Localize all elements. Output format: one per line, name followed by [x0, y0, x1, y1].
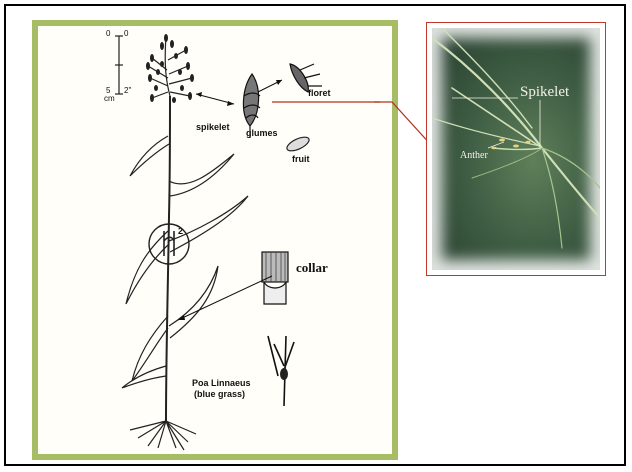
label-species: Poa Linnaeus — [192, 378, 251, 388]
label-spikelet: spikelet — [196, 122, 230, 132]
scale-top-right: 0 — [124, 29, 128, 38]
fruit-detail — [285, 134, 311, 153]
label-fruit: fruit — [292, 154, 310, 164]
scale-top-left: 0 — [106, 29, 110, 38]
label-magnify-number: 2 — [178, 226, 183, 236]
spikelet-photo: Spikelet Anther — [432, 28, 600, 270]
grass-photo-art — [432, 28, 600, 270]
label-floret: floret — [308, 88, 331, 98]
roots — [130, 421, 196, 450]
scale-unit: cm — [104, 94, 115, 103]
label-glumes: glumes — [246, 128, 278, 138]
label-collar: collar — [296, 260, 328, 276]
label-common-name: (blue grass) — [194, 389, 245, 399]
ligule-detail — [268, 336, 294, 406]
photo-label-spikelet: Spikelet — [520, 84, 569, 101]
collar-detail — [262, 252, 288, 304]
spikelet-photo-panel: Spikelet Anther — [426, 22, 606, 276]
pointer-arrows — [178, 80, 282, 320]
leaves — [122, 136, 248, 388]
panicle — [146, 34, 194, 103]
photo-label-anther: Anther — [460, 150, 488, 161]
plant-illustration-panel: 0 0 5 cm 2" spikelet glumes floret fruit… — [32, 20, 398, 460]
scale-bottom-right: 2" — [124, 86, 131, 95]
